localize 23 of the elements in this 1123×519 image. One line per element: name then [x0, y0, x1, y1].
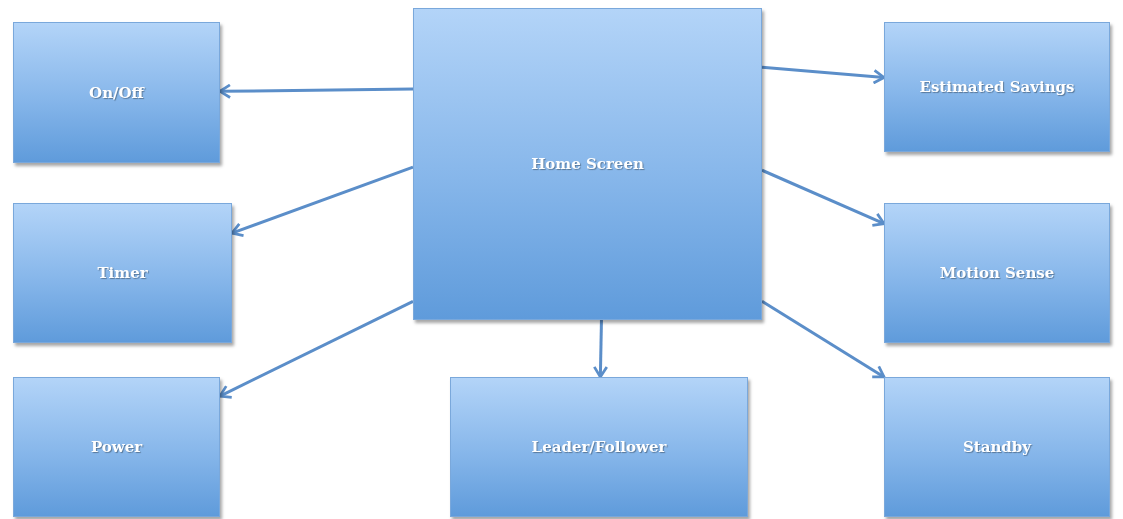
arrow	[761, 168, 886, 227]
screen-label: Power	[89, 437, 144, 458]
arrow	[218, 299, 414, 399]
arrow	[592, 319, 609, 379]
screen-box	[13, 22, 220, 163]
screen-label: Leader/Follower	[530, 437, 668, 458]
screen-box	[884, 22, 1110, 152]
screen-box	[450, 377, 748, 517]
screen-label: Motion Sense	[938, 263, 1056, 284]
arrow	[761, 300, 886, 379]
arrow	[230, 165, 414, 237]
arrow	[761, 65, 886, 85]
screen-label: Home Screen	[530, 154, 645, 175]
screen-box	[884, 203, 1110, 343]
screen-box	[884, 377, 1110, 517]
screen-box	[13, 377, 220, 517]
screen-label: Timer	[96, 263, 149, 284]
screen-label: On/Off	[88, 82, 146, 104]
screen-box	[413, 8, 762, 320]
arrow	[218, 83, 413, 99]
screen-label: Estimated Savings	[918, 77, 1076, 98]
screen-box	[13, 203, 232, 343]
screen-label: Standby	[961, 437, 1033, 458]
